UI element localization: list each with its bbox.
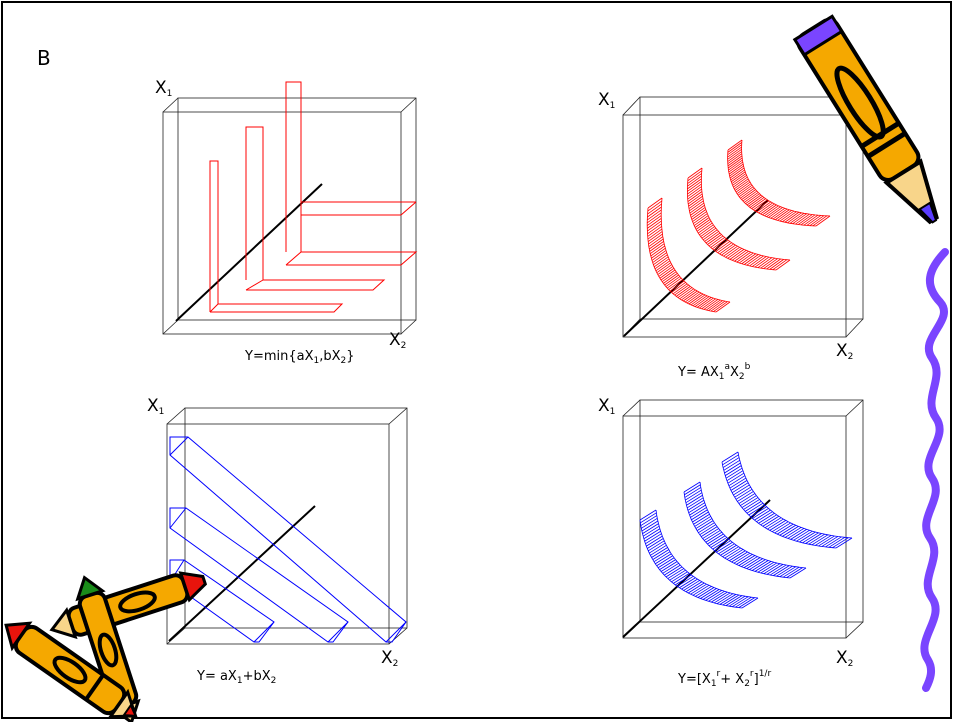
diagonal-axis — [622, 499, 771, 638]
box-frame — [162, 97, 417, 335]
wavy-line-decoration — [920, 248, 949, 692]
x2-axis-label: X2 — [389, 330, 407, 351]
cobb-douglas-ribbon-1 — [646, 197, 731, 313]
x2-axis-label: X2 — [836, 341, 854, 362]
ces-ribbon-1 — [639, 509, 759, 609]
ces-isoquants — [639, 451, 853, 609]
leontief-isoquants — [209, 81, 418, 313]
crayon-icon — [792, 14, 939, 225]
diagonal-axis — [623, 199, 769, 337]
crayon-pair-icon — [4, 571, 208, 722]
diagonal-axis — [168, 505, 316, 642]
cobb-douglas-isoquants — [646, 139, 831, 313]
panel-cobb-douglas — [622, 96, 864, 338]
diagonal-axis — [175, 183, 323, 322]
panel-ces — [622, 399, 864, 639]
x1-axis-label: X1 — [147, 396, 165, 417]
panel-letter: B — [37, 46, 51, 70]
panel-leontief — [162, 81, 418, 335]
linear-formula: Y= aX1+bX2 — [197, 669, 277, 686]
x1-axis-label: X1 — [155, 78, 173, 99]
ces-formula: Y=[X1r+ X2r]1/r — [678, 669, 772, 689]
cobb-douglas-ribbon-2 — [687, 167, 791, 271]
ces-ribbon-3 — [721, 451, 853, 549]
x1-axis-label: X1 — [598, 90, 616, 111]
cobb-douglas-formula: Y= AX1aX2b — [678, 362, 751, 382]
x1-axis-label: X1 — [598, 396, 616, 417]
ces-ribbon-2 — [683, 481, 807, 579]
x2-axis-label: X2 — [836, 648, 854, 669]
linear-isoquants — [169, 436, 407, 643]
x2-axis-label: X2 — [381, 648, 399, 669]
box-frame — [622, 96, 864, 338]
cobb-douglas-ribbon-3 — [727, 139, 831, 227]
leontief-formula: Y=min{aX1,bX2} — [245, 349, 355, 366]
panel-linear — [166, 407, 408, 645]
